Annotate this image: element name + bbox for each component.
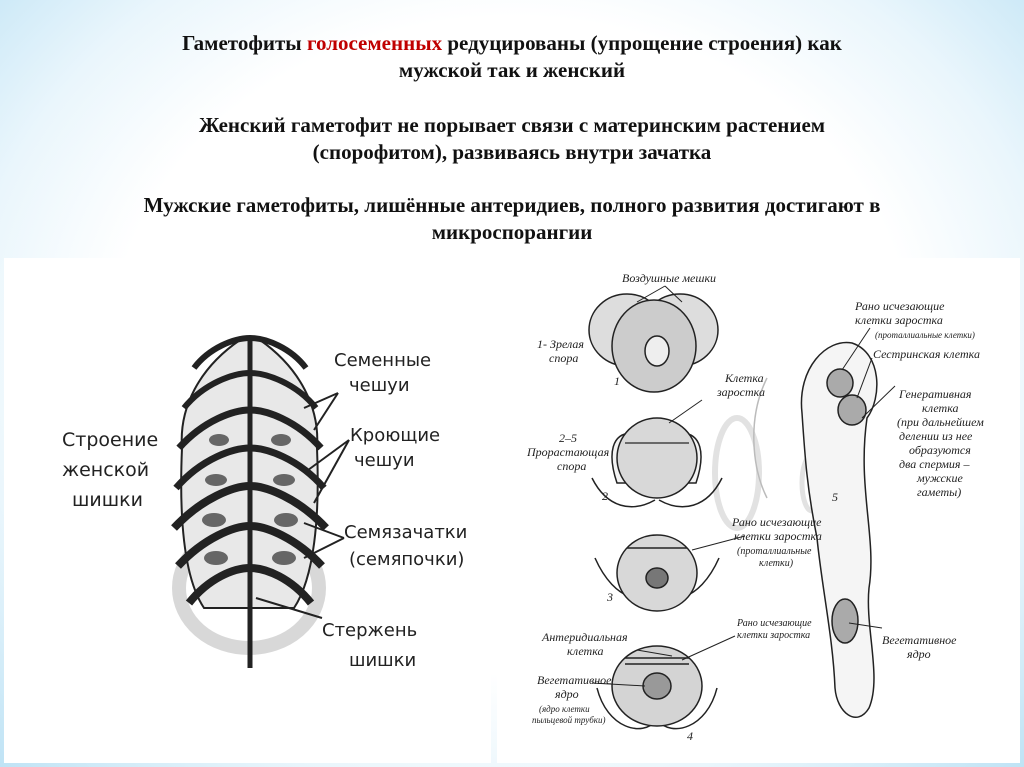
early-vanishing-top-line-2: клетки заростка xyxy=(855,313,943,327)
heading-line-1: Гаметофиты голосеменных редуцированы (уп… xyxy=(0,30,1024,57)
heading-paragraph-2: Женский гаметофит не порывает связи с ма… xyxy=(0,112,1024,166)
early-vanishing-2-line-1: Рано исчезающие xyxy=(736,618,812,629)
female-cone-diagram: Строение женской шишки Семенные чешуи Кр… xyxy=(4,258,491,763)
stage-number-4: 4 xyxy=(687,729,693,743)
cone-title-line-3: шишки xyxy=(72,489,143,511)
antheridial-label-2: клетка xyxy=(567,644,604,658)
stage-number-2: 2 xyxy=(602,489,608,503)
germinating-label-1: 2–5 xyxy=(559,431,577,445)
stage-3-spore xyxy=(595,535,719,611)
generative-line-2: клетка xyxy=(922,401,959,415)
heading-line-3: Женский гаметофит не порывает связи с ма… xyxy=(0,112,1024,139)
vegetative-5-line-2: ядро xyxy=(906,647,931,661)
early-vanishing-1-line-2: клетки заростка xyxy=(734,529,822,543)
generative-line-6: два спермия – xyxy=(899,457,970,471)
stage-number-3: 3 xyxy=(606,590,613,604)
axis-label-2: шишки xyxy=(349,650,416,671)
germinating-label-2: Прорастающая xyxy=(526,445,610,459)
male-gametophyte-diagram: Воздушные мешки 1- Зрелая спора 1 Клетка… xyxy=(497,258,1020,763)
generative-line-4: делении из нее xyxy=(899,429,973,443)
cone-title-line-1: Строение xyxy=(62,429,158,451)
cover-scales-label-1: Кроющие xyxy=(350,425,440,446)
generative-line-1: Генеративная xyxy=(898,387,972,401)
generative-line-8: гаметы) xyxy=(917,485,961,499)
sister-cell-label: Сестринская клетка xyxy=(873,347,980,361)
cone-title-line-2: женской xyxy=(62,459,149,481)
mature-spore-label-2: спора xyxy=(549,351,578,365)
heading-line-5: Мужские гаметофиты, лишённые антеридиев,… xyxy=(0,192,1024,219)
stage-1-spore xyxy=(589,294,718,392)
male-gametophyte-panel: Воздушные мешки 1- Зрелая спора 1 Клетка… xyxy=(497,258,1020,763)
early-vanishing-top-line-3: (проталлиальные клетки) xyxy=(875,330,975,340)
stage-4-spore xyxy=(597,646,717,729)
generative-line-3: (при дальнейшем xyxy=(897,415,984,429)
early-vanishing-1-line-1: Рано исчезающие xyxy=(731,515,822,529)
axis-label-1: Стержень xyxy=(322,620,417,641)
early-vanishing-top-line-1: Рано исчезающие xyxy=(854,299,945,313)
vegetative-4-line-4: пыльцевой трубки) xyxy=(532,715,605,725)
heading-paragraph-3: Мужские гаметофиты, лишённые антеридиев,… xyxy=(0,192,1024,246)
cover-scales-label-2: чешуи xyxy=(354,450,415,471)
ovules-label-1: Семязачатки xyxy=(344,522,467,543)
seed-scales-label-1: Семенные xyxy=(334,350,431,371)
generative-line-7: мужские xyxy=(916,471,963,485)
female-cone-panel: Строение женской шишки Семенные чешуи Кр… xyxy=(4,258,491,763)
stage-2-spore xyxy=(592,418,722,507)
vegetative-4-line-1: Вегетативное xyxy=(537,673,612,687)
vegetative-4-line-3: (ядро клетки xyxy=(539,704,590,714)
stage-number-5: 5 xyxy=(832,490,838,504)
highlight-gymnosperms: голосеменных xyxy=(307,31,442,55)
antheridial-label-1: Антеридиальная xyxy=(541,630,628,644)
heading-paragraph-1: Гаметофиты голосеменных редуцированы (уп… xyxy=(0,30,1024,84)
early-vanishing-1-line-4: клетки) xyxy=(759,558,794,569)
seed-scales-label-2: чешуи xyxy=(349,375,410,396)
early-vanishing-1-line-3: (проталлиальные xyxy=(737,546,812,557)
prothallus-cell-label-2: заростка xyxy=(716,385,765,399)
stage-number-1: 1 xyxy=(614,374,620,388)
vegetative-5-line-1: Вегетативное xyxy=(882,633,957,647)
vegetative-4-line-2: ядро xyxy=(554,687,579,701)
prothallus-cell-label-1: Клетка xyxy=(724,371,764,385)
germinating-label-3: спора xyxy=(557,459,586,473)
early-vanishing-2-line-2: клетки заростка xyxy=(737,630,810,641)
heading-line-4: (спорофитом), развиваясь внутри зачатка xyxy=(0,139,1024,166)
heading-line-6: микроспорангии xyxy=(0,219,1024,246)
heading-line-2: мужской так и женский xyxy=(0,57,1024,84)
air-sacs-label: Воздушные мешки xyxy=(622,271,716,285)
generative-line-5: образуются xyxy=(909,443,971,457)
ovules-label-2: (семяпочки) xyxy=(349,549,464,570)
mature-spore-label-1: 1- Зрелая xyxy=(537,337,584,351)
